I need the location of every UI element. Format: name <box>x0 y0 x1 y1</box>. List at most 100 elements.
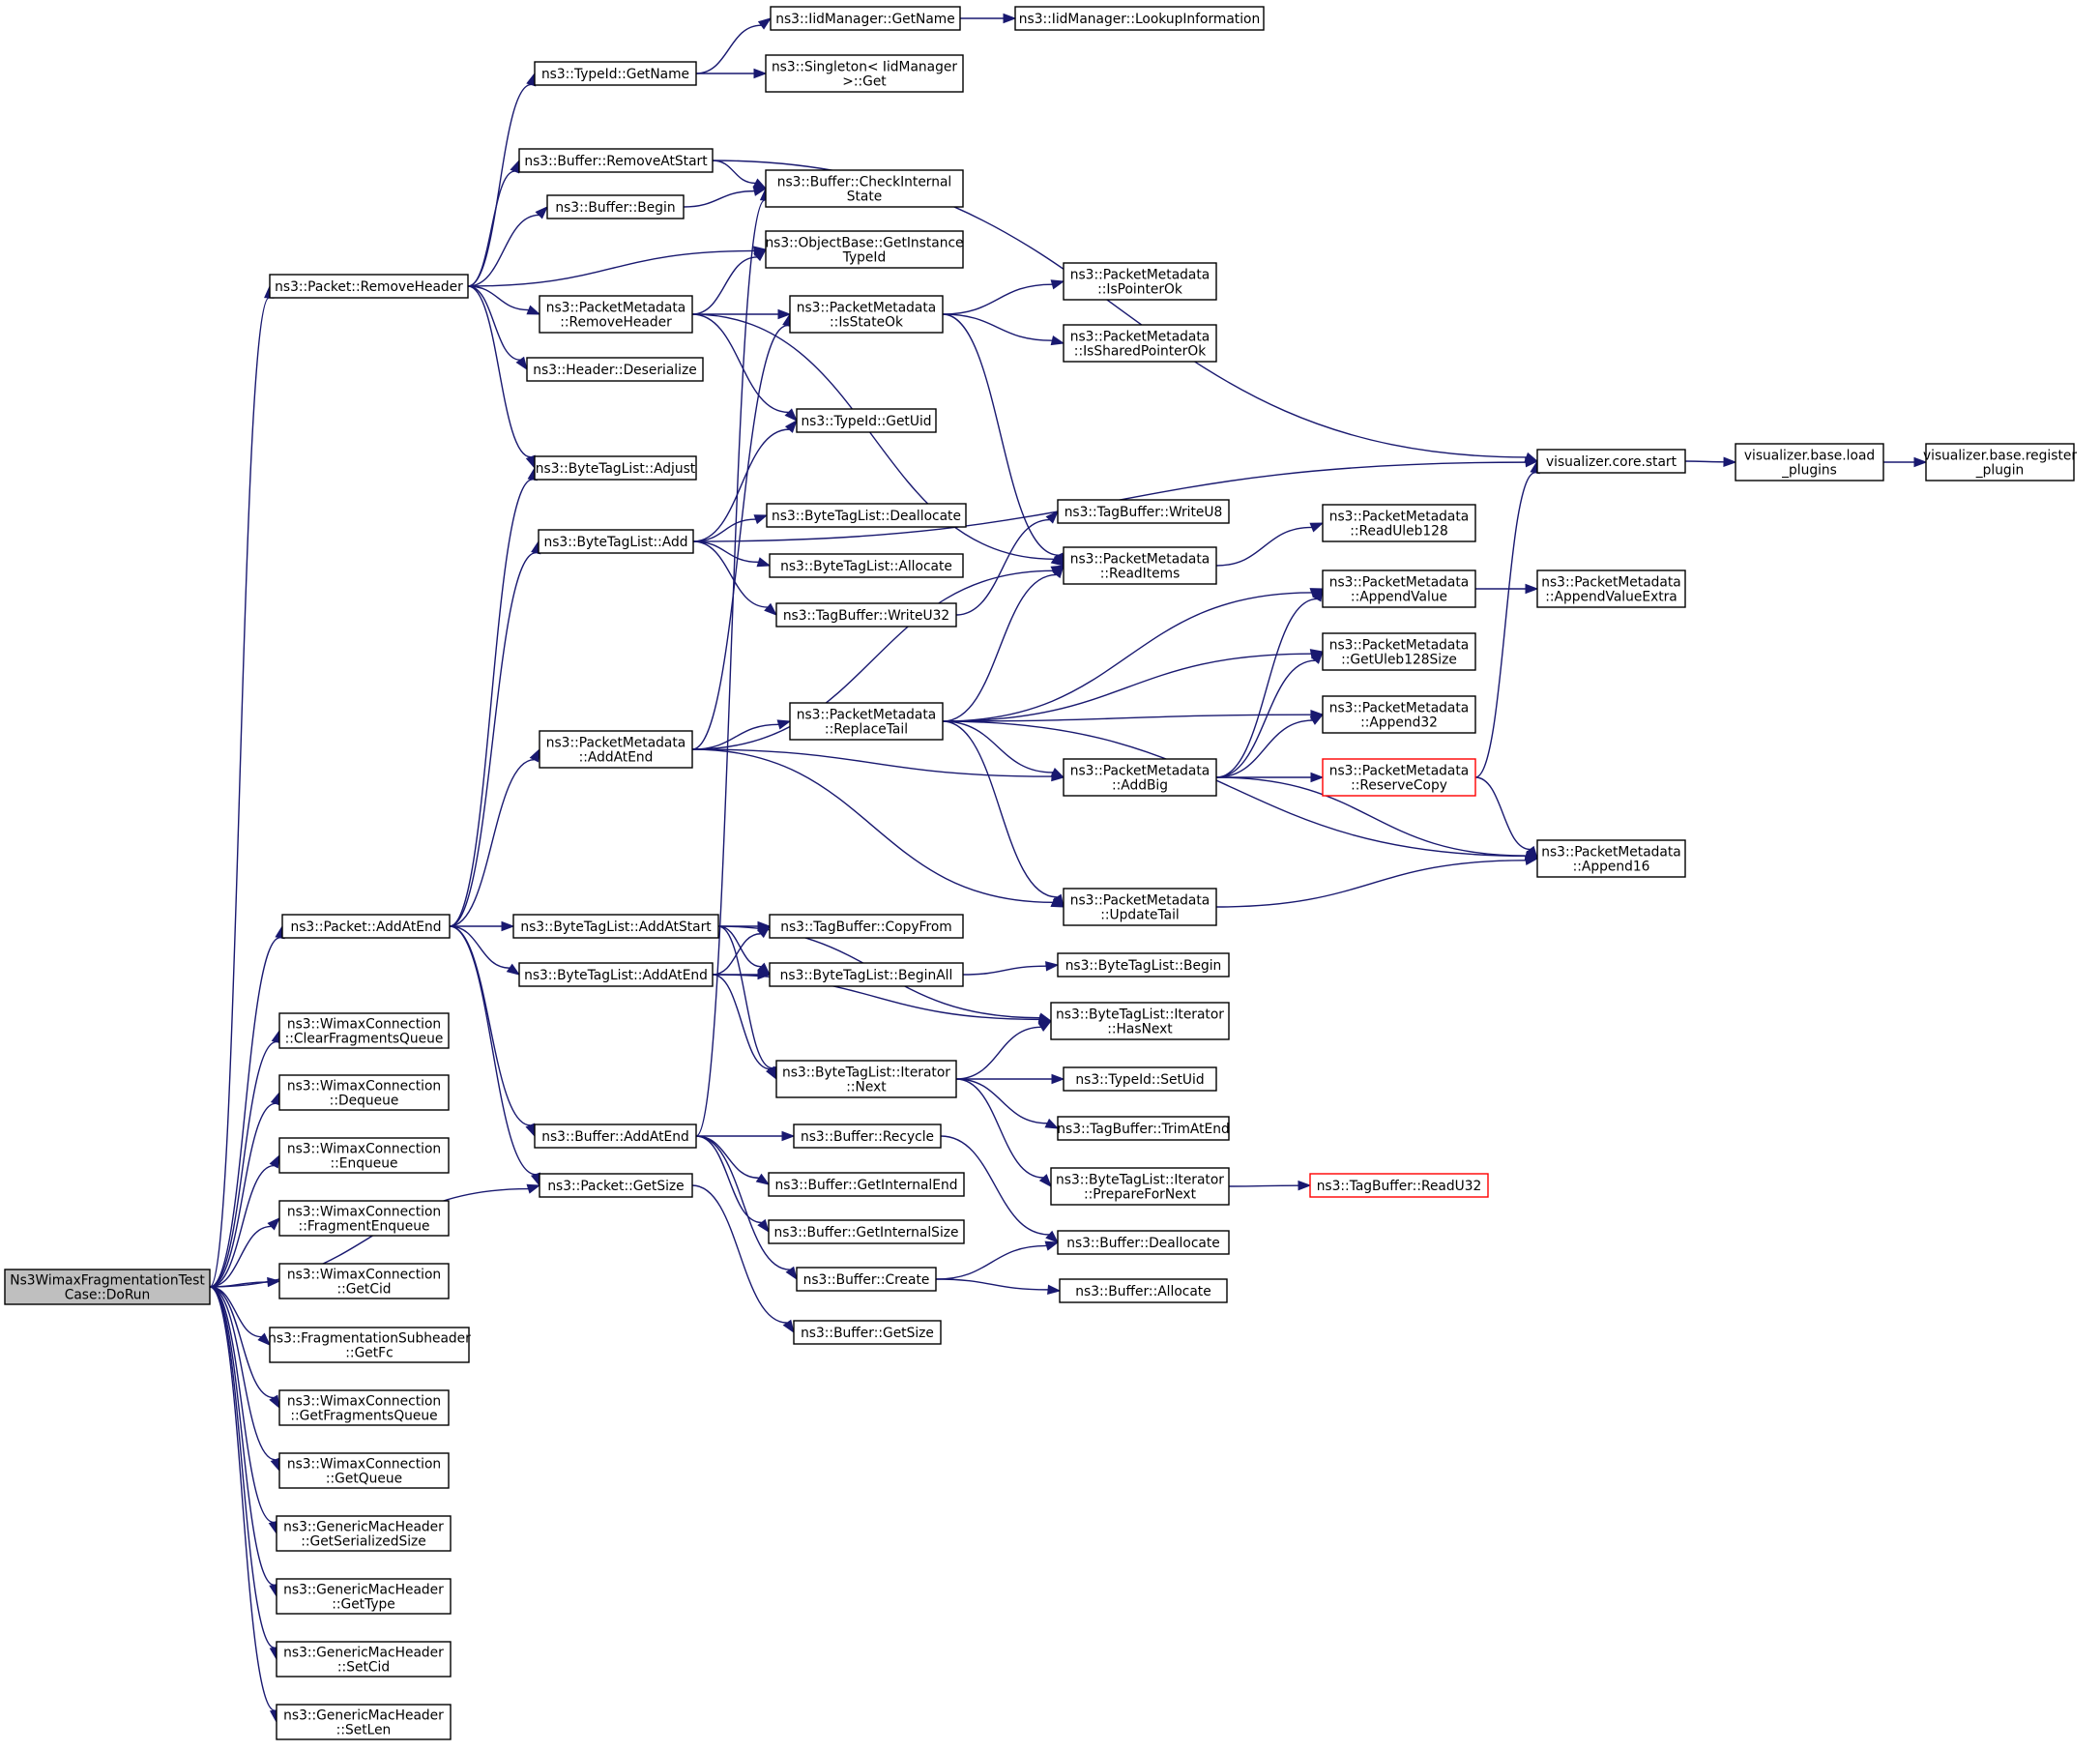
node-pkt-addatend[interactable]: ns3::Packet::AddAtEnd <box>281 914 451 939</box>
node-btl-addatstart[interactable]: ns3::ByteTagList::AddAtStart <box>512 914 719 939</box>
node-buf-getsize[interactable]: ns3::Buffer::GetSize <box>793 1320 942 1345</box>
node-pm-updatetail[interactable]: ns3::PacketMetadata::UpdateTail <box>1063 888 1217 926</box>
node-wc-getcid[interactable]: ns3::WimaxConnection::GetCid <box>278 1263 450 1299</box>
node-buf-deallocate[interactable]: ns3::Buffer::Deallocate <box>1057 1230 1230 1255</box>
node-btli-next[interactable]: ns3::ByteTagList::Iterator::Next <box>775 1060 957 1098</box>
node-pm-replacetail[interactable]: ns3::PacketMetadata::ReplaceTail <box>789 702 944 741</box>
node-buf-removeatstart[interactable]: ns3::Buffer::RemoveAtStart <box>518 148 714 173</box>
node-label: ns3::TypeId::GetName <box>541 67 689 82</box>
node-singleton-get[interactable]: ns3::Singleton< IidManager>::Get <box>765 54 964 93</box>
node-label: ::Append16 <box>1573 860 1650 875</box>
node-wc-enqueue[interactable]: ns3::WimaxConnection::Enqueue <box>278 1137 450 1174</box>
node-label: visualizer.core.start <box>1546 454 1677 470</box>
node-label: ns3::Buffer::GetInternalEnd <box>775 1178 958 1193</box>
node-pm-appendvalue[interactable]: ns3::PacketMetadata::AppendValue <box>1322 569 1476 608</box>
node-btl-beginall[interactable]: ns3::ByteTagList::BeginAll <box>769 962 964 987</box>
node-pm-ispointerok[interactable]: ns3::PacketMetadata::IsPointerOk <box>1063 262 1217 301</box>
node-buf-begin[interactable]: ns3::Buffer::Begin <box>546 194 685 219</box>
node-wc-getqueue[interactable]: ns3::WimaxConnection::GetQueue <box>278 1452 450 1489</box>
node-label: ns3::WimaxConnection <box>287 1142 441 1157</box>
node-hdr-deserialize[interactable]: ns3::Header::Deserialize <box>526 357 704 382</box>
node-gmh-gettype[interactable]: ns3::GenericMacHeader::GetType <box>276 1578 452 1615</box>
node-wc-getfragq[interactable]: ns3::WimaxConnection::GetFragmentsQueue <box>278 1389 450 1426</box>
node-tb-writeu8[interactable]: ns3::TagBuffer::WriteU8 <box>1057 499 1230 524</box>
node-label: ::GetQueue <box>326 1472 402 1487</box>
node-gmh-setcid[interactable]: ns3::GenericMacHeader::SetCid <box>276 1641 452 1678</box>
node-buf-addatend[interactable]: ns3::Buffer::AddAtEnd <box>534 1124 697 1149</box>
node-gmh-getser[interactable]: ns3::GenericMacHeader::GetSerializedSize <box>276 1515 452 1552</box>
node-label: ns3::ByteTagList::Iterator <box>1056 1007 1224 1023</box>
node-btl-allocate[interactable]: ns3::ByteTagList::Allocate <box>769 553 964 578</box>
node-vis-base-load[interactable]: visualizer.base.load_plugins <box>1735 443 1884 482</box>
node-tb-readu32[interactable]: ns3::TagBuffer::ReadU32 <box>1309 1173 1489 1198</box>
node-typeid-setuid[interactable]: ns3::TypeId::SetUid <box>1063 1066 1217 1092</box>
node-buf-allocate[interactable]: ns3::Buffer::Allocate <box>1059 1278 1228 1303</box>
node-btli-hasnext[interactable]: ns3::ByteTagList::Iterator::HasNext <box>1050 1002 1230 1040</box>
edge-pm_addatend-to-pm_updatetail <box>691 748 1065 908</box>
node-btl-deallocate[interactable]: ns3::ByteTagList::Deallocate <box>766 503 967 528</box>
node-fs-getfc[interactable]: ns3::FragmentationSubheader::GetFc <box>268 1327 471 1363</box>
node-btl-begin[interactable]: ns3::ByteTagList::Begin <box>1057 952 1230 978</box>
node-pkt-removeheader[interactable]: ns3::Packet::RemoveHeader <box>269 274 469 299</box>
node-buf-getinternalsize[interactable]: ns3::Buffer::GetInternalSize <box>768 1219 965 1244</box>
node-label: ::SetCid <box>337 1660 390 1676</box>
node-label: ns3::PacketMetadata <box>1070 893 1210 909</box>
node-pkt-getsize[interactable]: ns3::Packet::GetSize <box>539 1173 693 1198</box>
node-label: State <box>847 190 883 205</box>
edge-buf_begin-to-buf_checkinternal <box>683 186 768 208</box>
node-btli-prepare[interactable]: ns3::ByteTagList::Iterator::PrepareForNe… <box>1050 1167 1230 1206</box>
edge-dorun-to-gmh_getser <box>209 1286 278 1535</box>
node-pm-isstateok[interactable]: ns3::PacketMetadata::IsStateOk <box>789 295 944 334</box>
edge-pm_isstateok-to-pm_readitems <box>942 313 1065 568</box>
node-wc-clearfrag[interactable]: ns3::WimaxConnection::ClearFragmentsQueu… <box>278 1012 450 1049</box>
edge-pm_addbig-to-pm_appendvalue <box>1215 587 1324 778</box>
node-label: ns3::WimaxConnection <box>287 1017 441 1033</box>
node-pm-appendvalueextra[interactable]: ns3::PacketMetadata::AppendValueExtra <box>1536 569 1686 608</box>
node-tb-copyfrom[interactable]: ns3::TagBuffer::CopyFrom <box>769 914 964 939</box>
node-iid-lookup[interactable]: ns3::IidManager::LookupInformation <box>1014 6 1265 31</box>
node-label: _plugin <box>1975 463 2025 479</box>
edge-btl_beginall-to-btl_begin <box>962 961 1060 976</box>
node-pm-reservecopy[interactable]: ns3::PacketMetadata::ReserveCopy <box>1322 758 1476 797</box>
node-vis-core-start[interactable]: visualizer.core.start <box>1536 449 1686 474</box>
edge-typeid_getname-to-iid_getname <box>695 17 773 74</box>
node-label: ::ReplaceTail <box>825 722 908 738</box>
node-label: ns3::PacketMetadata <box>1329 638 1469 654</box>
node-wc-dequeue[interactable]: ns3::WimaxConnection::Dequeue <box>278 1074 450 1111</box>
node-label: ::GetFc <box>345 1346 393 1361</box>
node-buf-create[interactable]: ns3::Buffer::Create <box>796 1267 937 1292</box>
node-btl-addatend[interactable]: ns3::ByteTagList::AddAtEnd <box>518 962 714 987</box>
node-vis-base-register[interactable]: visualizer.base.register_plugin <box>1923 443 2077 482</box>
node-typeid-getuid[interactable]: ns3::TypeId::GetUid <box>796 408 937 433</box>
node-buf-getinternalend[interactable]: ns3::Buffer::GetInternalEnd <box>768 1172 965 1197</box>
call-nodes: Ns3WimaxFragmentationTestCase::DoRunns3:… <box>4 6 2077 1740</box>
node-label: ns3::Buffer::Begin <box>555 200 675 216</box>
node-btl-add[interactable]: ns3::ByteTagList::Add <box>538 529 694 554</box>
node-buf-recycle[interactable]: ns3::Buffer::Recycle <box>793 1124 942 1149</box>
node-gmh-setlen[interactable]: ns3::GenericMacHeader::SetLen <box>276 1704 452 1740</box>
node-label: ::Next <box>846 1080 887 1095</box>
node-label: ::GetUleb128Size <box>1341 653 1457 668</box>
node-pm-getuleb128size[interactable]: ns3::PacketMetadata::GetUleb128Size <box>1322 632 1476 671</box>
node-pm-addbig[interactable]: ns3::PacketMetadata::AddBig <box>1063 758 1217 797</box>
node-btl-adjust[interactable]: ns3::ByteTagList::Adjust <box>534 455 697 481</box>
node-label: ::ReadUleb128 <box>1350 524 1447 540</box>
node-typeid-getname[interactable]: ns3::TypeId::GetName <box>534 61 697 86</box>
node-label: ns3::Buffer::RemoveAtStart <box>524 154 708 169</box>
node-tb-writeu32[interactable]: ns3::TagBuffer::WriteU32 <box>775 602 957 627</box>
node-pm-readuleb128[interactable]: ns3::PacketMetadata::ReadUleb128 <box>1322 504 1476 542</box>
node-pm-issharedpointerok[interactable]: ns3::PacketMetadata::IsSharedPointerOk <box>1063 324 1217 363</box>
node-pm-removeheader[interactable]: ns3::PacketMetadata::RemoveHeader <box>539 295 693 334</box>
node-wc-fragenqueue[interactable]: ns3::WimaxConnection::FragmentEnqueue <box>278 1200 450 1237</box>
node-pm-addatend[interactable]: ns3::PacketMetadata::AddAtEnd <box>539 730 693 769</box>
node-tb-trimatend[interactable]: ns3::TagBuffer::TrimAtEnd <box>1057 1116 1230 1141</box>
node-iid-getname[interactable]: ns3::IidManager::GetName <box>770 6 961 31</box>
edge-btl_addatend-to-btli_next <box>712 974 777 1081</box>
node-pm-readitems[interactable]: ns3::PacketMetadata::ReadItems <box>1063 546 1217 585</box>
node-label: ::Append32 <box>1360 715 1438 731</box>
node-pm-append32[interactable]: ns3::PacketMetadata::Append32 <box>1322 695 1476 734</box>
node-pm-append16[interactable]: ns3::PacketMetadata::Append16 <box>1536 839 1686 878</box>
